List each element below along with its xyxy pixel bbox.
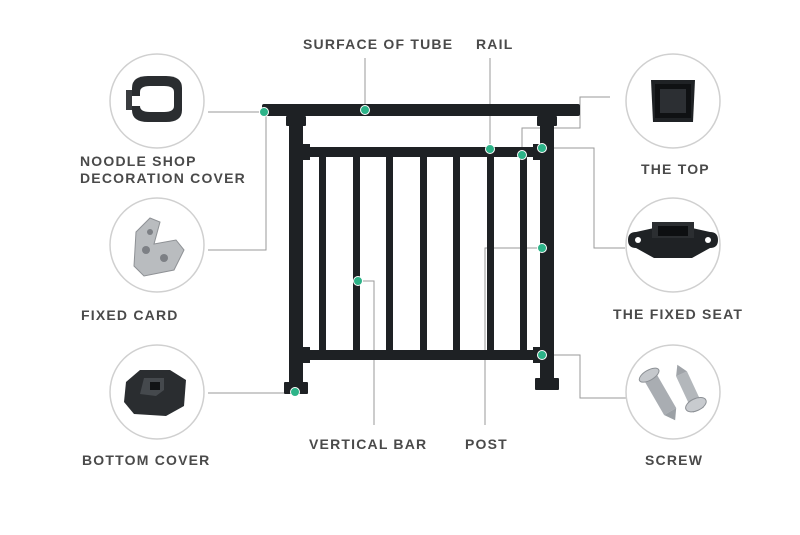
label-vertical-bar: VERTICAL BAR: [309, 436, 428, 452]
leader-fixed-card: [208, 112, 267, 251]
vertical-bar-7: [520, 157, 527, 350]
square-cap-icon: [625, 53, 721, 149]
marker-noodle-cover: [259, 107, 269, 117]
railing-frame: [262, 104, 580, 394]
leader-fixed-seat: [542, 147, 625, 249]
screws-icon: [625, 344, 721, 440]
right-post-base: [535, 378, 559, 390]
vertical-bar-2: [353, 157, 360, 350]
marker-post: [537, 243, 547, 253]
right-post: [540, 116, 554, 382]
corner-cover-icon: [109, 344, 205, 440]
bottom-rail-bracket-left: [302, 347, 310, 363]
leader-screw: [542, 354, 628, 399]
marker-rail: [485, 144, 495, 154]
vertical-bar-3: [386, 157, 393, 350]
marker-screw: [537, 350, 547, 360]
top-rail-bracket-left: [302, 144, 310, 160]
label-the-top: THE TOP: [641, 161, 710, 177]
label-fixed-card: FIXED CARD: [81, 307, 179, 323]
top-rail: [303, 147, 540, 157]
base-plate-icon: [625, 197, 721, 293]
c-shaped-clip-icon: [109, 53, 205, 149]
vertical-bar-5: [453, 157, 460, 350]
marker-fixed-seat: [537, 143, 547, 153]
label-post: POST: [465, 436, 508, 452]
right-post-cap: [537, 116, 557, 126]
marker-surface-of-tube: [360, 105, 370, 115]
label-the-fixed-seat: THE FIXED SEAT: [613, 306, 744, 322]
left-post-cap: [286, 116, 306, 126]
left-post: [289, 116, 303, 382]
vertical-bar-1: [319, 157, 326, 350]
leader-vertical-bar: [358, 280, 375, 425]
label-surface-of-tube: SURFACE OF TUBE: [303, 36, 454, 52]
markers: [259, 105, 547, 397]
vertical-bar-6: [487, 157, 494, 350]
marker-vertical-bar: [353, 276, 363, 286]
leader-lines: [208, 58, 628, 425]
handrail-tube: [262, 104, 580, 116]
marker-the-top: [517, 150, 527, 160]
part-circles: [109, 53, 721, 440]
label-noodle-line1: NOODLE SHOP: [80, 153, 197, 169]
label-rail: RAIL: [476, 36, 514, 52]
bottom-rail: [303, 350, 540, 360]
vertical-bar-4: [420, 157, 427, 350]
leader-the-top: [521, 96, 610, 155]
label-screw: SCREW: [645, 452, 704, 468]
angle-bracket-icon: [109, 197, 205, 293]
label-noodle-line2: DECORATION COVER: [80, 170, 246, 186]
marker-bottom-cover: [290, 387, 300, 397]
label-bottom-cover: BOTTOM COVER: [82, 452, 211, 468]
label-noodle-shop-decoration-cover: NOODLE SHOP DECORATION COVER: [80, 153, 246, 187]
top-rail-bracket-right: [533, 144, 541, 160]
